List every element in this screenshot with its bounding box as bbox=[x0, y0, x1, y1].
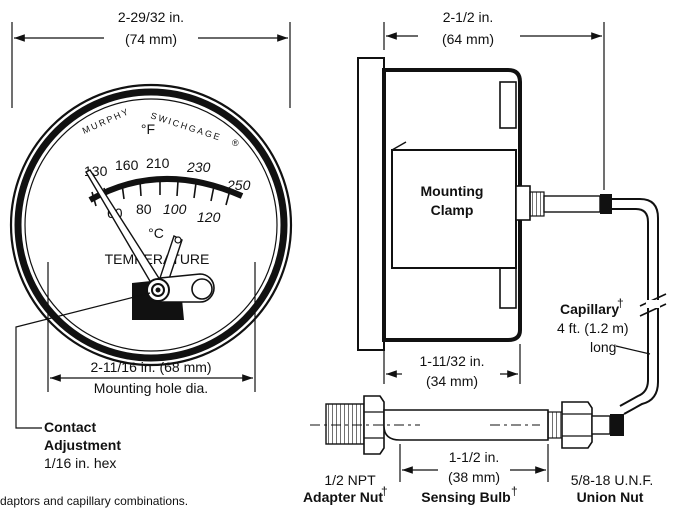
scale-f-160: 160 bbox=[115, 157, 139, 173]
bulb-ferrule bbox=[610, 414, 624, 436]
union-label: Union Nut bbox=[577, 489, 644, 505]
bezel-outer-ring bbox=[9, 83, 293, 367]
contact-hex-size: 1/16 in. hex bbox=[44, 455, 116, 471]
union-size: 5/8-18 U.N.F. bbox=[571, 472, 653, 488]
clamp-label-1: Mounting bbox=[421, 183, 484, 199]
depth-in: 2-1/2 in. bbox=[443, 9, 494, 25]
contact-label-2: Adjustment bbox=[44, 437, 121, 453]
union-nut bbox=[561, 401, 593, 449]
unit-fahrenheit: °F bbox=[141, 121, 155, 137]
scale-c-80: 80 bbox=[136, 201, 152, 217]
case-length-mm: (34 mm) bbox=[426, 373, 478, 389]
dial-face-edge bbox=[24, 98, 278, 352]
adapter-size: 1/2 NPT bbox=[324, 472, 376, 488]
bulb-dagger: † bbox=[511, 484, 518, 498]
hole-dia-caption: Mounting hole dia. bbox=[94, 380, 208, 396]
contact-label-1: Contact bbox=[44, 419, 96, 435]
capillary-dagger: † bbox=[617, 296, 624, 310]
scale-c-100: 100 bbox=[163, 201, 187, 217]
footnote: daptors and capillary combinations. bbox=[0, 494, 188, 508]
capillary-ferrule bbox=[600, 194, 612, 214]
bezel-ring bbox=[14, 88, 288, 362]
rear-thread bbox=[529, 191, 545, 217]
depth-mm: (64 mm) bbox=[442, 31, 494, 47]
scale-arc bbox=[88, 175, 244, 203]
gauge-width-mm: (74 mm) bbox=[125, 31, 177, 47]
capillary-long: long bbox=[590, 339, 616, 355]
clamp-label-2: Clamp bbox=[431, 202, 474, 218]
capillary-length: 4 ft. (1.2 m) bbox=[557, 320, 629, 336]
scale-ticks bbox=[91, 180, 231, 207]
sensing-bulb-assembly: 1-1/2 in. (38 mm) 1/2 NPT Adapter Nut † … bbox=[303, 395, 653, 505]
gauge-side-view: 2-1/2 in. (64 mm) Mounting Clamp Capilla… bbox=[357, 9, 667, 415]
gauge-front-view: 2-29/32 in. (74 mm) MURPHY SWICHGAGE ® °… bbox=[9, 9, 293, 471]
bulb-label: Sensing Bulb bbox=[421, 489, 510, 505]
scale-f-210: 210 bbox=[146, 155, 170, 171]
gauge-label-temperature: TEMPERATURE bbox=[105, 251, 210, 267]
unit-celsius: °C bbox=[148, 225, 164, 241]
adapter-label: Adapter Nut bbox=[303, 489, 383, 505]
case-tab-top bbox=[499, 81, 517, 129]
contact-adjust-hole bbox=[191, 278, 213, 300]
side-bezel bbox=[357, 57, 385, 351]
adapter-thread bbox=[325, 403, 365, 445]
mounting-clamp bbox=[391, 149, 517, 269]
contact-leader bbox=[15, 292, 151, 429]
capillary-label: Capillary bbox=[560, 301, 619, 317]
case-length-in: 1-11/32 in. bbox=[419, 353, 484, 369]
bulb-length-mm: (38 mm) bbox=[448, 469, 500, 485]
scale-f-230: 230 bbox=[186, 159, 211, 175]
bulb-length-in: 1-1/2 in. bbox=[449, 449, 500, 465]
hole-dia-value: 2-11/16 in. (68 mm) bbox=[90, 359, 211, 375]
gauge-width-in: 2-29/32 in. bbox=[118, 9, 184, 25]
scale-c-120: 120 bbox=[197, 209, 221, 225]
brand-registered: ® bbox=[232, 138, 239, 148]
adapter-dagger: † bbox=[381, 484, 388, 498]
sensing-bulb bbox=[383, 409, 549, 441]
